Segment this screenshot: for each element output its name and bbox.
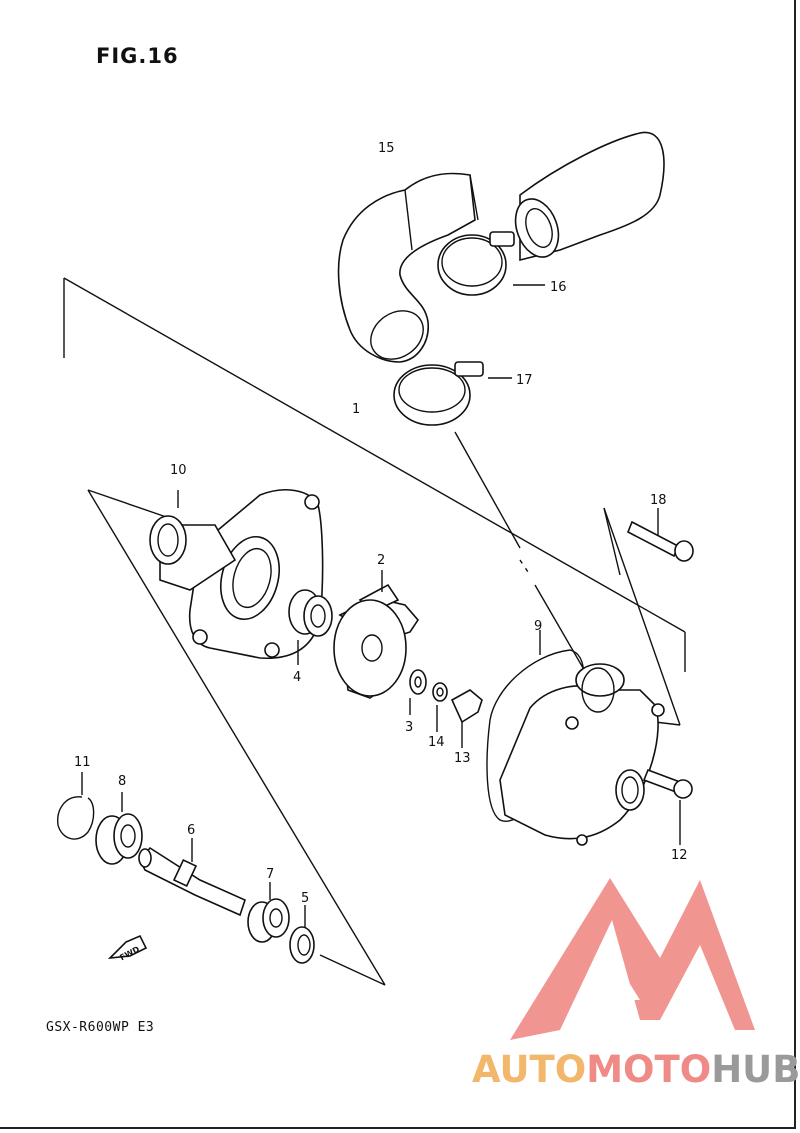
figure-title: FIG.16 xyxy=(96,44,179,68)
callout-13: 13 xyxy=(454,751,471,766)
callout-4: 4 xyxy=(293,670,301,685)
callout-10: 10 xyxy=(170,463,187,478)
watermark-text: AUTOMOTOHUB xyxy=(472,1048,800,1091)
watermark-text-moto: MOTO xyxy=(586,1048,711,1091)
watermark-triangle-shape xyxy=(510,878,755,1040)
callout-18: 18 xyxy=(650,493,667,508)
watermark-logo xyxy=(510,878,755,1040)
watermark-text-hub: HUB xyxy=(711,1048,800,1091)
part-6-pump-shaft xyxy=(138,838,246,917)
callout-1: 1 xyxy=(352,402,360,417)
callout-5: 5 xyxy=(301,891,309,906)
part-11-circlip xyxy=(57,772,95,840)
part-8-bearing xyxy=(95,792,143,865)
callout-11: 11 xyxy=(74,755,91,770)
callout-6: 6 xyxy=(187,823,195,838)
part-4-mechanical-seal xyxy=(288,589,333,665)
part-7-bearing xyxy=(247,882,290,943)
part-18-bolt xyxy=(626,508,694,562)
callout-16: 16 xyxy=(550,280,567,295)
callout-3: 3 xyxy=(405,720,413,735)
part-9-pump-case xyxy=(486,630,665,846)
part-16-hose-clamp xyxy=(437,231,545,296)
callout-labels: 15 16 17 1 10 18 2 9 4 3 14 13 11 8 6 12… xyxy=(74,141,688,906)
part-3-washer xyxy=(409,669,427,715)
callout-15: 15 xyxy=(378,141,395,156)
part-12-bolt xyxy=(642,768,693,845)
part-5-oil-seal xyxy=(289,905,315,964)
part-15-hose xyxy=(337,131,665,363)
model-code: GSX-R600WP E3 xyxy=(46,1020,155,1035)
part-17-hose-clamp xyxy=(393,361,512,426)
callout-9: 9 xyxy=(534,619,542,634)
watermark-inner-cutout xyxy=(585,955,640,1000)
part-10-pump-cover xyxy=(149,489,324,660)
assembly-bracket-lines xyxy=(63,277,686,986)
fwd-direction-arrow: FWD xyxy=(107,934,148,962)
callout-12: 12 xyxy=(671,848,688,863)
callout-14: 14 xyxy=(428,735,445,750)
watermark-text-auto: AUTO xyxy=(472,1048,586,1091)
callout-7: 7 xyxy=(266,867,274,882)
callout-8: 8 xyxy=(118,774,126,789)
callout-2: 2 xyxy=(377,553,385,568)
callout-17: 17 xyxy=(516,373,533,388)
part-13-bolt xyxy=(450,689,483,748)
part-14-washer xyxy=(432,682,448,732)
part-2-impeller xyxy=(333,570,420,699)
